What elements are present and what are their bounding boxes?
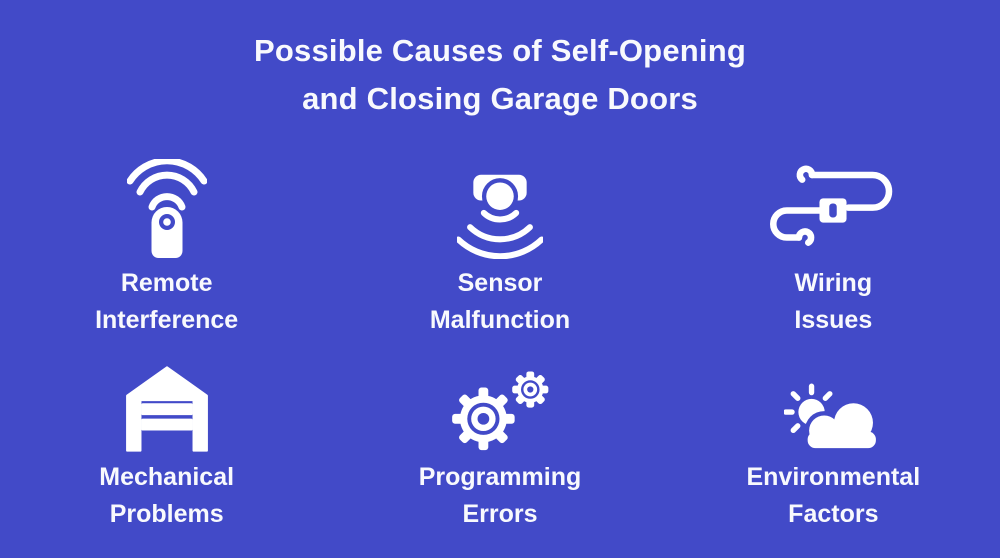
programming-errors-icon: [452, 371, 549, 451]
environmental-factors-icon: [784, 383, 881, 453]
cause-label: Programming Errors: [418, 463, 582, 528]
page-title-line1: Possible Causes of Self-Opening: [254, 33, 746, 68]
cause-cell-programming-errors: Programming Errors: [333, 351, 666, 533]
cause-label: Wiring Issues: [794, 269, 873, 334]
cause-cell-remote-interference: Remote Interference: [0, 157, 333, 339]
cause-cell-sensor-malfunction: Sensor Malfunction: [333, 157, 666, 339]
cause-cell-mechanical-problems: Mechanical Problems: [0, 351, 333, 533]
page-title: Possible Causes of Self-Opening and Clos…: [0, 0, 1000, 123]
sensor-malfunction-icon: [456, 174, 543, 259]
cause-cell-environmental-factors: Environmental Factors: [667, 351, 1000, 533]
cause-label: Remote Interference: [95, 269, 239, 334]
cause-label: Mechanical Problems: [99, 463, 235, 528]
remote-interference-icon: [126, 159, 207, 258]
mechanical-problems-icon: [125, 366, 208, 452]
page-title-line2: and Closing Garage Doors: [302, 81, 698, 116]
causes-grid: Remote Interference Sensor Malfunction: [0, 157, 1000, 533]
cause-cell-wiring-issues: Wiring Issues: [667, 157, 1000, 339]
cause-label: Environmental Factors: [746, 463, 921, 528]
cause-label: Sensor Malfunction: [429, 269, 571, 334]
wiring-issues-icon: [770, 165, 893, 246]
cloud-shape: [803, 398, 881, 453]
